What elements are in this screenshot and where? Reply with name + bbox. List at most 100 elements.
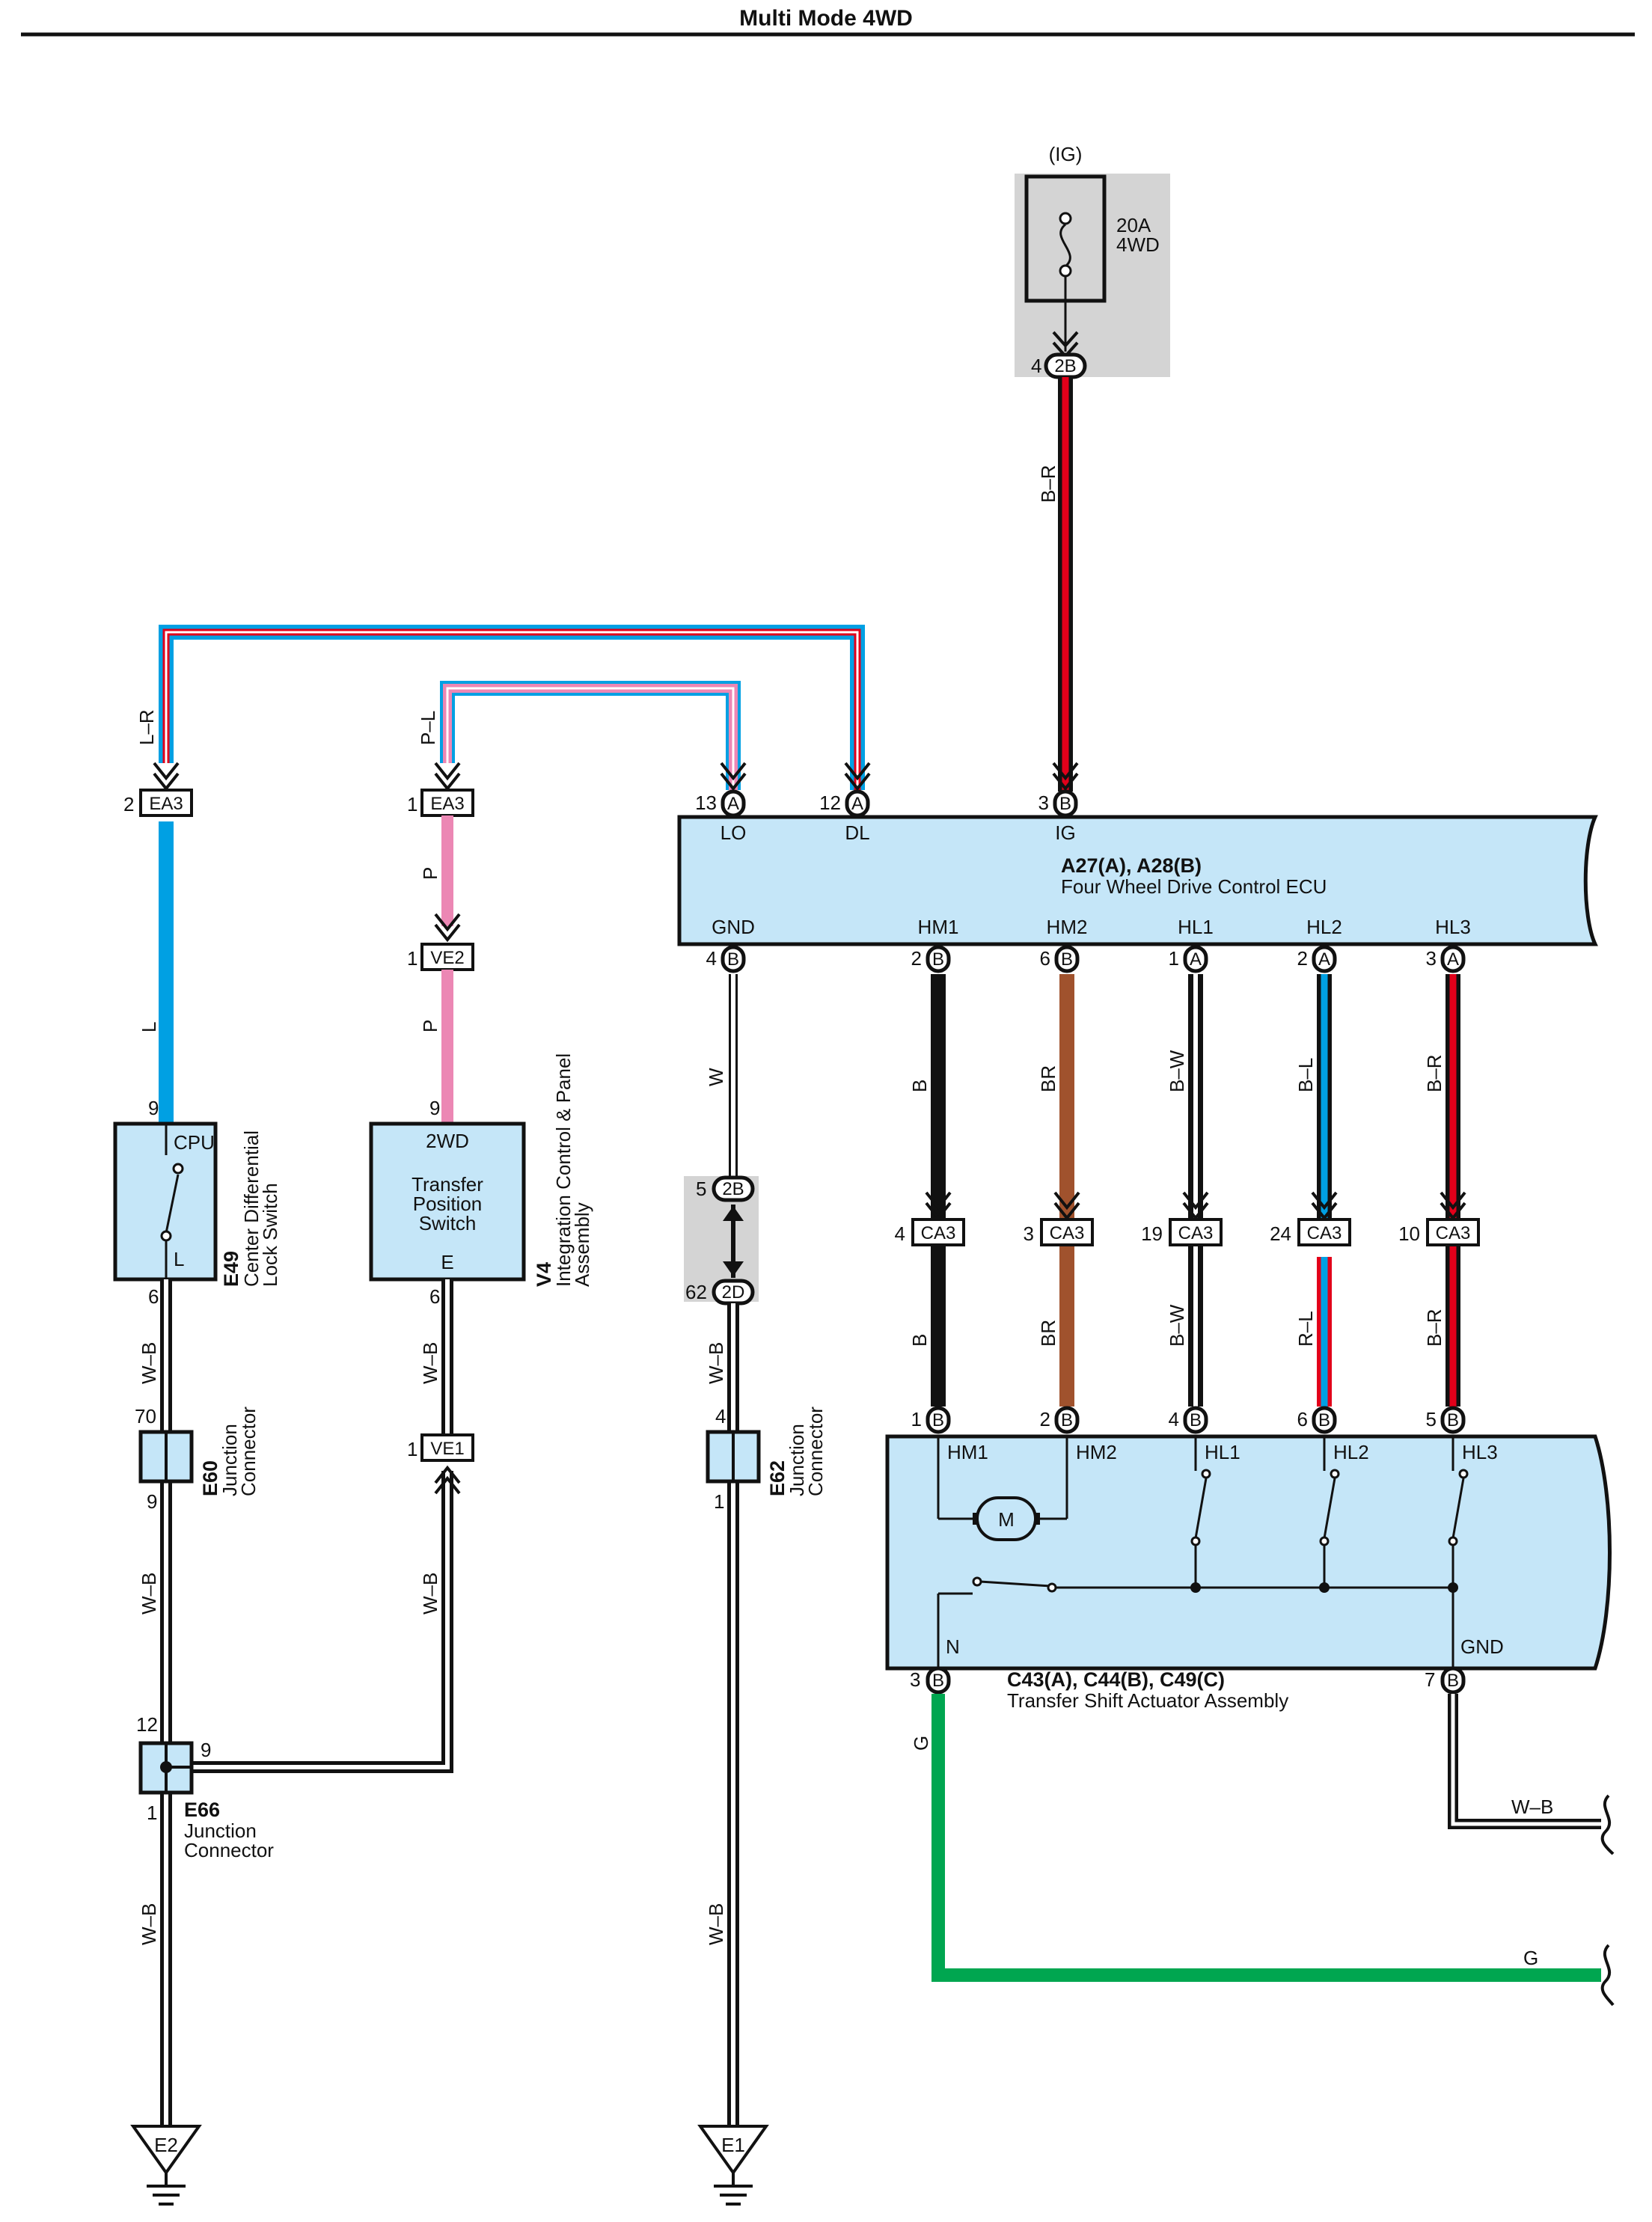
- wire-g: [931, 1694, 1601, 1982]
- ecu-bottom-pin-label: HL2: [1306, 916, 1342, 938]
- ecu-bottom-pin-conn: B: [932, 949, 944, 970]
- actuator-gnd-label: GND: [1460, 1635, 1504, 1658]
- actuator-top-pin-label: HL2: [1333, 1441, 1369, 1463]
- e49-l-label: L: [174, 1248, 184, 1270]
- ca3-pin: 24: [1270, 1222, 1291, 1245]
- e60-pin-top: 70: [135, 1405, 156, 1427]
- actuator-top-pin-number: 4: [1169, 1408, 1179, 1430]
- v4-2wd-label: 2WD: [426, 1130, 469, 1152]
- ground-e2: [130, 2125, 202, 2206]
- ecu-bottom-pin-number: 3: [1426, 947, 1437, 970]
- actuator-gnd-conn: B: [1447, 1671, 1459, 1691]
- ca3-connector: [1040, 1218, 1094, 1246]
- actuator-gnd-pin: 7: [1425, 1668, 1435, 1691]
- actuator-internal-circuit: [937, 1436, 1465, 1668]
- e49-name-line1: Center Differential: [240, 1130, 263, 1287]
- ca3-label: CA3: [1178, 1223, 1214, 1243]
- actuator-top-pin-oval: [926, 1406, 951, 1434]
- actuator-top-pin-conn: B: [1190, 1410, 1202, 1430]
- wire-g-label-vertical: G: [910, 1736, 932, 1751]
- e66-pin-bottom: 1: [147, 1802, 157, 1824]
- actuator-top-pin-conn: B: [1318, 1410, 1330, 1430]
- wire-p-label-2: P: [419, 1020, 441, 1032]
- ea3-left-connector: [139, 789, 193, 817]
- actuator-n-label: N: [946, 1635, 960, 1658]
- wire-wb-label-gnd-2: W–B: [705, 1903, 727, 1945]
- actuator-top-pin-label: HL1: [1205, 1441, 1240, 1463]
- motor-icon: [973, 1496, 1040, 1541]
- wire-wb-label-mid-1: W–B: [419, 1342, 441, 1384]
- ecu-bottom-pin-number: 1: [1169, 947, 1179, 970]
- ecu-top-pin-number: 3: [1038, 792, 1049, 814]
- e66-name-line1: Junction: [184, 1819, 257, 1842]
- ca3-pin: 4: [895, 1222, 905, 1245]
- ecu-bottom-pin-number: 2: [911, 947, 922, 970]
- ecu-top-pin-number: 12: [819, 792, 841, 814]
- ground-e2-label: E2: [154, 2134, 178, 2156]
- ecu-name: Four Wheel Drive Control ECU: [1061, 875, 1327, 898]
- e49-switch-blade: [165, 1174, 180, 1234]
- ve1-connector: [420, 1433, 474, 1462]
- wire-label-upper: B: [908, 1080, 931, 1092]
- actuator-code: C43(A), C44(B), C49(C): [1007, 1668, 1225, 1691]
- j2d-pin: 62: [685, 1281, 707, 1303]
- e66-code: E66: [184, 1799, 220, 1821]
- wire-label-lower: R–L: [1294, 1311, 1317, 1347]
- v4-name-a: Integration Control & Panel: [552, 1053, 575, 1287]
- wire-g-label-horizontal: G: [1523, 1947, 1538, 1969]
- v4-e-label: E: [441, 1251, 453, 1273]
- ecu-bottom-pin-number: 2: [1297, 947, 1308, 970]
- actuator-top-pin-number: 2: [1040, 1408, 1050, 1430]
- wire-lr-harness: [159, 625, 865, 790]
- junction-arrow-up-icon: [723, 1206, 744, 1221]
- actuator-n-conn: B: [932, 1671, 944, 1691]
- v4-name-line2: Position: [413, 1193, 483, 1215]
- e49-cpu-label: CPU: [174, 1131, 215, 1154]
- ecu-bottom-pin-label: HM1: [918, 916, 959, 938]
- actuator-gnd-oval: [1440, 1666, 1466, 1695]
- ecu-top-pin-conn: B: [1059, 794, 1071, 814]
- wire-wb-label-left-1: W–B: [138, 1342, 160, 1384]
- ea3-mid-pin: 1: [407, 793, 417, 815]
- ecu-bottom-pin-oval: [926, 945, 951, 973]
- wire-wb-break-icon: [1600, 1794, 1615, 1855]
- e60-name-line2: Connector: [237, 1407, 260, 1496]
- ecu-top-pin-oval: [845, 789, 870, 818]
- ecu-bottom-pin-oval: [1054, 945, 1080, 973]
- e62-pin-top: 4: [715, 1405, 726, 1427]
- diagram-title: Multi Mode 4WD: [739, 6, 913, 31]
- ca3-label: CA3: [1050, 1223, 1085, 1243]
- ca3-pin: 3: [1024, 1222, 1034, 1245]
- ecu-box: [677, 815, 1598, 946]
- ecu-top-arrow-icon: [1052, 762, 1079, 792]
- ecu-bottom-pin-oval: [1312, 945, 1337, 973]
- ve2-pin: 1: [407, 947, 417, 970]
- ecu-top-pin-label: LO: [721, 821, 747, 844]
- v4-name-b: Assembly: [571, 1202, 593, 1287]
- actuator-top-pin-oval: [1054, 1406, 1080, 1434]
- ea3-mid-label: EA3: [430, 794, 464, 814]
- fuse-block: (IG) 20A 4WD 4 2B: [1015, 143, 1170, 379]
- ecu-bottom-pin-oval: [1440, 945, 1466, 973]
- ecu-bottom-pin-number: 4: [706, 947, 717, 970]
- e62-pin-bottom: 1: [714, 1490, 724, 1513]
- ca3-connector: [1426, 1218, 1480, 1246]
- e60-name-line1: Junction: [218, 1424, 241, 1496]
- ve1-arrow-icon: [434, 1465, 461, 1495]
- wire-lr-label: L–R: [135, 709, 158, 745]
- j2b-pin: 5: [696, 1178, 706, 1200]
- e49-contact-bottom: [160, 1230, 172, 1242]
- ecu-code: A27(A), A28(B): [1061, 854, 1202, 877]
- ve2-connector: [420, 943, 474, 971]
- fuse-terminal-top: [1059, 212, 1072, 225]
- v4-switch-box: [369, 1121, 526, 1282]
- ecu-bottom-pin-number: 6: [1040, 947, 1050, 970]
- wire-wb-label-left-2: W–B: [138, 1573, 160, 1615]
- fuse-pin-number: 4: [1031, 355, 1041, 377]
- ecu-bottom-pin-label: HM2: [1047, 916, 1088, 938]
- ecu-bottom-pin-oval: [721, 945, 746, 973]
